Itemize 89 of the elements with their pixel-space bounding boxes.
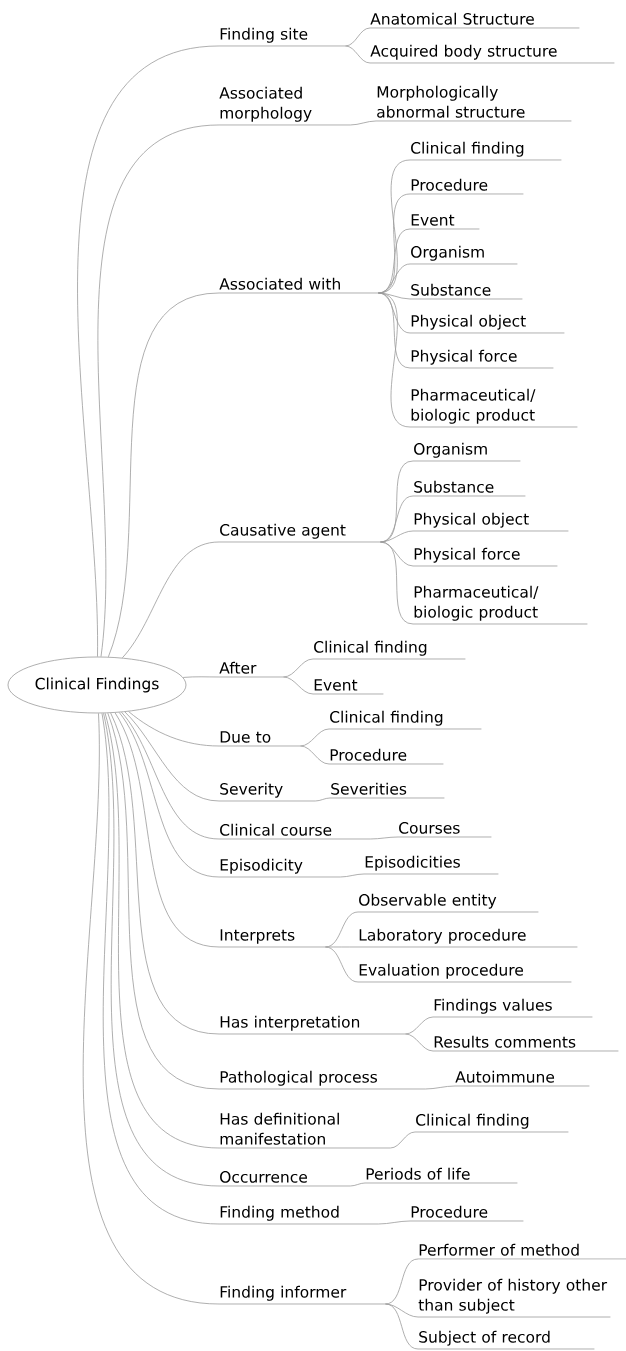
topic-label: Pathological process [218, 1070, 426, 1090]
topic-label: Evaluation procedure [357, 963, 572, 983]
topic-label: Physical object [409, 314, 565, 334]
topic-label: Has definitional manifestation [218, 1112, 391, 1149]
topic-label: Acquired body structure [369, 44, 615, 64]
topic-label: Provider of history other than subject [417, 1278, 611, 1318]
topic-label: Procedure [328, 748, 444, 765]
topic-label: Subject of record [417, 1330, 595, 1350]
branch-line [110, 712, 220, 1035]
topic-label: Procedure [409, 1205, 524, 1222]
topic-label: Organism [409, 245, 518, 265]
topic-label: Pharmaceutical/ biologic product [409, 388, 578, 428]
topic-label: Event [409, 214, 480, 230]
topic-label: Clinical finding [409, 141, 562, 161]
topic-label: Performer of method [417, 1243, 626, 1260]
branch-line [283, 676, 314, 695]
topic-label: Observable entity [357, 893, 539, 913]
topic-label: Interprets [218, 929, 326, 948]
topic-label: Procedure [409, 178, 524, 195]
branch-line [82, 713, 220, 1305]
branch-line [325, 946, 359, 948]
topic-label: Due to [218, 731, 301, 747]
branch-line [385, 1303, 419, 1350]
branch-line [370, 836, 399, 840]
branch-line [121, 711, 220, 840]
topic-label: Associated morphology [218, 86, 351, 126]
branch-line [128, 711, 220, 747]
topic-label: Periods of life [364, 1167, 518, 1184]
topic-label: Finding method [218, 1205, 379, 1225]
topic-label: Episodicities [363, 855, 499, 875]
topic-label: Autoimmune [454, 1070, 590, 1087]
topic-label: Clinical finding [414, 1113, 569, 1133]
topic-label: Physical force [409, 349, 554, 369]
branch-line [182, 676, 220, 678]
topic-label: Associated with [218, 277, 379, 294]
branch-line [114, 712, 220, 948]
branch-line [405, 1033, 434, 1052]
topic-label: Findings values [432, 998, 593, 1018]
branch-line [118, 712, 220, 878]
branch-line [378, 1220, 411, 1225]
branch-line [315, 797, 331, 802]
branch-line [378, 263, 411, 294]
topic-label: Physical force [412, 547, 558, 567]
branch-line [300, 728, 330, 747]
branch-line [97, 124, 220, 657]
topic-label: Results comments [432, 1035, 619, 1052]
branch-line [325, 946, 359, 983]
branch-line [300, 745, 330, 765]
topic-label: Event [312, 679, 384, 695]
topic-label: Episodicity [218, 858, 341, 878]
topic-label: Courses [397, 822, 492, 838]
topic-label: Organism [412, 442, 521, 462]
branch-line [390, 1131, 416, 1149]
branch-line [122, 541, 220, 659]
topic-label: Clinical finding [328, 710, 482, 730]
branch-line [350, 120, 377, 126]
branch-line [380, 541, 414, 625]
topic-label: Has interpretation [218, 1015, 406, 1035]
branch-line [107, 712, 220, 1090]
topic-label: Clinical finding [312, 640, 466, 660]
branch-line [124, 711, 220, 802]
branch-line [380, 530, 414, 543]
topic-label: Laboratory procedure [357, 928, 578, 948]
branch-line [425, 1085, 456, 1090]
topic-label: Occurrence [218, 1171, 351, 1187]
branch-line [345, 45, 371, 64]
branch-line [340, 873, 365, 878]
branch-line [350, 1182, 366, 1187]
topic-label: Causative agent [218, 523, 381, 543]
topic-label: After [218, 661, 284, 678]
branch-line [385, 1258, 419, 1305]
topic-label: Severities [329, 782, 445, 799]
topic-label: Pharmaceutical/ biologic product [412, 585, 588, 625]
topic-label: Substance [409, 283, 523, 300]
topic-label: Severity [218, 782, 316, 802]
topic-label: Physical object [412, 512, 569, 532]
topic-label: Anatomical Structure [369, 12, 580, 29]
branch-line [378, 292, 411, 428]
branch-line [107, 292, 220, 658]
branch-line [77, 45, 220, 657]
topic-label: Finding site [218, 27, 346, 47]
topic-label: Finding informer [218, 1285, 386, 1305]
branch-line [405, 1016, 434, 1035]
branch-line [378, 292, 411, 300]
topic-label: Substance [412, 480, 526, 497]
branch-line [345, 27, 371, 47]
topic-label: Clinical course [218, 823, 371, 840]
topic-label: Morphologically abnormal structure [375, 85, 572, 122]
branch-line [283, 658, 314, 678]
